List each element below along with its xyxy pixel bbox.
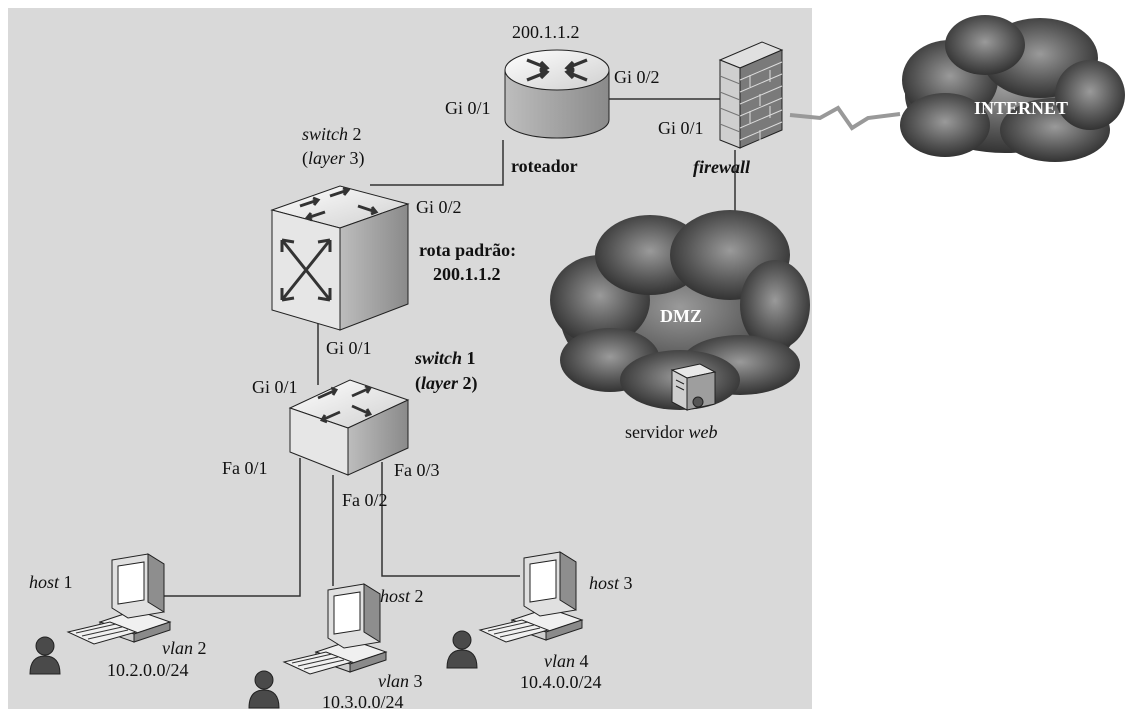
switch1-icon <box>288 379 410 476</box>
switch1-name-num: 1 <box>466 348 476 368</box>
firewall-label: firewall <box>693 157 750 177</box>
host3-vlan-num: 4 <box>579 651 589 671</box>
links <box>163 98 901 597</box>
host2-vlan-num: 3 <box>413 671 423 691</box>
link-firewall-internet <box>789 105 901 131</box>
host1-vlan-num: 2 <box>197 638 207 658</box>
switch2-port-gi02-label: Gi 0/2 <box>416 197 462 217</box>
switch1-port-fa01-label: Fa 0/1 <box>222 458 268 478</box>
host3-name-label: host 3 <box>589 573 633 593</box>
dmz-label: DMZ <box>660 306 702 326</box>
host1-name-label: host 1 <box>29 572 73 592</box>
router-port-gi02-label: Gi 0/2 <box>614 67 660 87</box>
firewall-port-label: Gi 0/1 <box>658 118 704 138</box>
link-switch2-router <box>370 140 504 186</box>
link-switch1-host1 <box>163 458 301 597</box>
host1-subnet-label: 10.2.0.0/24 <box>107 660 189 680</box>
web-server-icon <box>670 363 717 411</box>
switch2-layer-label: (layer 3) <box>302 148 365 168</box>
switch2-layer-em: layer <box>308 148 345 168</box>
web-server-label-text: servidor <box>625 422 684 442</box>
host1-vlan-em: vlan <box>162 638 193 658</box>
host3-vlan-em: vlan <box>544 651 575 671</box>
switch2-icon <box>270 185 410 331</box>
host2-subnet-label: 10.3.0.0/24 <box>322 692 404 709</box>
switch1-port-gi01-label: Gi 0/1 <box>252 377 298 397</box>
router-port-gi01-label: Gi 0/1 <box>445 98 491 118</box>
host3-subnet-label: 10.4.0.0/24 <box>520 672 602 692</box>
web-server-label: servidor web <box>625 422 717 442</box>
default-route-label: rota padrão: <box>419 240 517 260</box>
switch1-port-fa03-label: Fa 0/3 <box>394 460 440 480</box>
switch1-layer-label: (layer 2) <box>415 373 478 393</box>
host2-name-em: host <box>380 586 411 606</box>
host1-name-num: 1 <box>63 572 73 592</box>
switch2-layer-num: 3 <box>349 148 359 168</box>
router-label: roteador <box>511 156 578 176</box>
switch2-port-gi01-label: Gi 0/1 <box>326 338 372 358</box>
switch1-layer-num: 2 <box>462 373 472 393</box>
user1-icon <box>29 636 61 675</box>
switch2-name-num: 2 <box>352 124 362 144</box>
host3-name-num: 3 <box>623 573 633 593</box>
link-switch1-host3 <box>381 462 520 577</box>
user2-icon <box>248 670 280 709</box>
switch1-name-em: switch <box>415 348 463 368</box>
host2-name-label: host 2 <box>380 586 424 606</box>
web-server-label-em: web <box>688 422 718 442</box>
host2-vlan-label: vlan 3 <box>378 671 423 691</box>
switch1-port-fa02-label: Fa 0/2 <box>342 490 388 510</box>
switch2-name-em: switch <box>302 124 349 144</box>
switch1-name-label: switch 1 <box>415 348 476 368</box>
router-ip-label: 200.1.1.2 <box>512 22 580 42</box>
host2-computer-icon <box>282 583 388 675</box>
default-route-ip: 200.1.1.2 <box>433 264 501 284</box>
host1-vlan-label: vlan 2 <box>162 638 207 658</box>
host3-vlan-label: vlan 4 <box>544 651 589 671</box>
switch2-name-label: switch 2 <box>302 124 362 144</box>
host2-vlan-em: vlan <box>378 671 409 691</box>
host1-name-em: host <box>29 572 60 592</box>
internet-label: INTERNET <box>974 98 1069 118</box>
firewall-icon <box>718 41 784 149</box>
host2-name-num: 2 <box>414 586 424 606</box>
internet-cloud <box>900 15 1125 162</box>
switch1-layer-em: layer <box>421 373 458 393</box>
host1-computer-icon <box>66 553 172 645</box>
router-icon <box>504 49 610 139</box>
user3-icon <box>446 630 478 669</box>
host3-computer-icon <box>478 551 584 643</box>
host3-name-em: host <box>589 573 620 593</box>
